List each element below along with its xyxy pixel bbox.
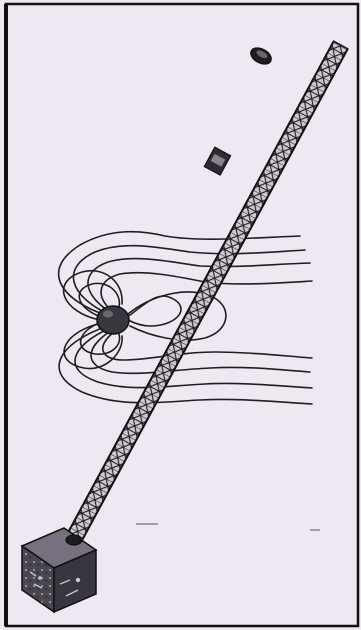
field-line: [91, 330, 310, 373]
field-line: [103, 332, 312, 360]
boom-sensor-mid: [204, 147, 230, 175]
magnetic-source: [97, 306, 129, 334]
spacecraft-body: [22, 528, 96, 612]
magnetometer-boom: [65, 41, 348, 546]
field-line: [126, 296, 181, 326]
boom-sensor-tip: [248, 45, 274, 68]
scan-marks: [136, 524, 320, 530]
